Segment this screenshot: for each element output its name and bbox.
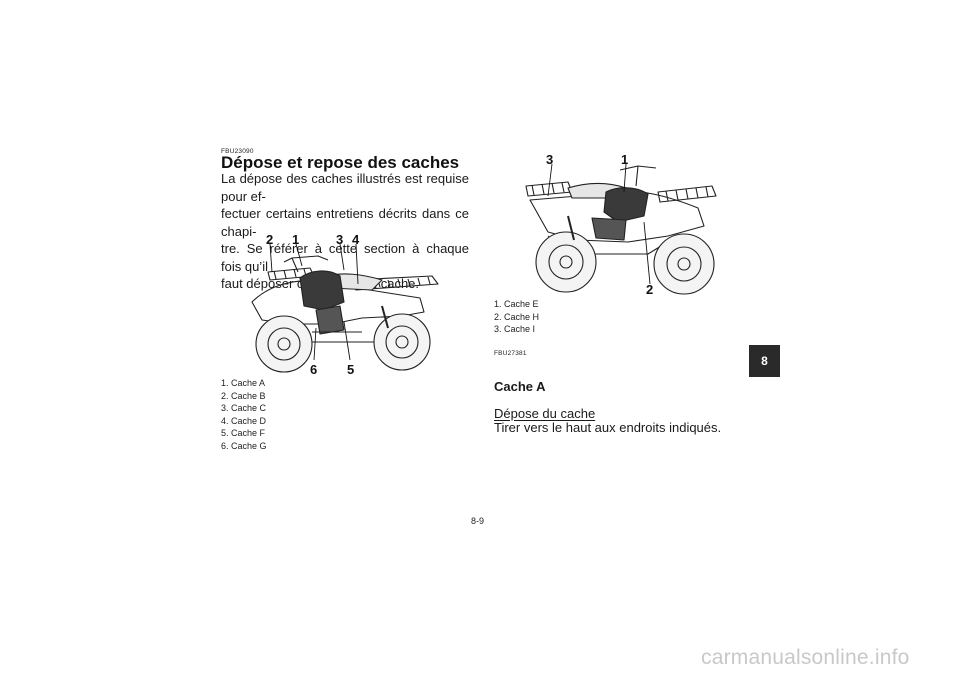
legend-item: 6.Cache G [221, 440, 267, 451]
figure-callout: 3 [336, 232, 344, 247]
paragraph-line: fectuer certains entretiens décrits dans… [221, 206, 469, 239]
figure-callout: 1 [621, 152, 629, 167]
atv-side-figure-right [525, 163, 717, 295]
legend-item: 5.Cache F [221, 428, 266, 439]
legend-item: 1.Cache A [221, 378, 266, 388]
legend-left: 1.Cache A 2.Cache B 3.Cache C 4.Cache D … [221, 377, 267, 453]
legend-item: 3.Cache I [494, 324, 536, 335]
legend-item: 1.Cache E [494, 299, 539, 309]
legend-right: 1.Cache E 2.Cache H 3.Cache I [494, 298, 539, 336]
figure-callout: 3 [546, 152, 554, 167]
figure-callout: 6 [310, 362, 318, 377]
subheading: Cache A [494, 379, 546, 394]
figure-callout: 1 [292, 232, 300, 247]
front-rack [657, 185, 717, 203]
legend-item: 4.Cache D [221, 415, 267, 426]
section-title: Dépose et repose des caches [221, 153, 460, 172]
figure-callout: 2 [646, 282, 654, 297]
legend-item: 2.Cache H [494, 311, 540, 322]
page-number: 8-9 [471, 516, 485, 526]
atv-side-figure-left [251, 243, 439, 373]
paragraph-line: tre. Se référer à cette section à chaque… [221, 241, 469, 274]
section-code: FBU23090 [221, 148, 254, 155]
figure-callout: 5 [347, 362, 355, 377]
paragraph-line: La dépose des caches illustrés est requi… [221, 171, 469, 204]
chapter-tab: 8 [749, 345, 780, 377]
legend-item: 3.Cache C [221, 403, 267, 414]
watermark: carmanualsonline.info [701, 646, 910, 669]
figure-callout: 4 [352, 232, 360, 247]
procedure-text: Tirer vers le haut aux endroits indiqués… [494, 420, 722, 435]
figure-callout: 2 [266, 232, 274, 247]
legend-item: 2.Cache B [221, 390, 266, 401]
procedure-title: Dépose du cache [494, 406, 596, 421]
section-code: FBU27381 [494, 350, 527, 357]
